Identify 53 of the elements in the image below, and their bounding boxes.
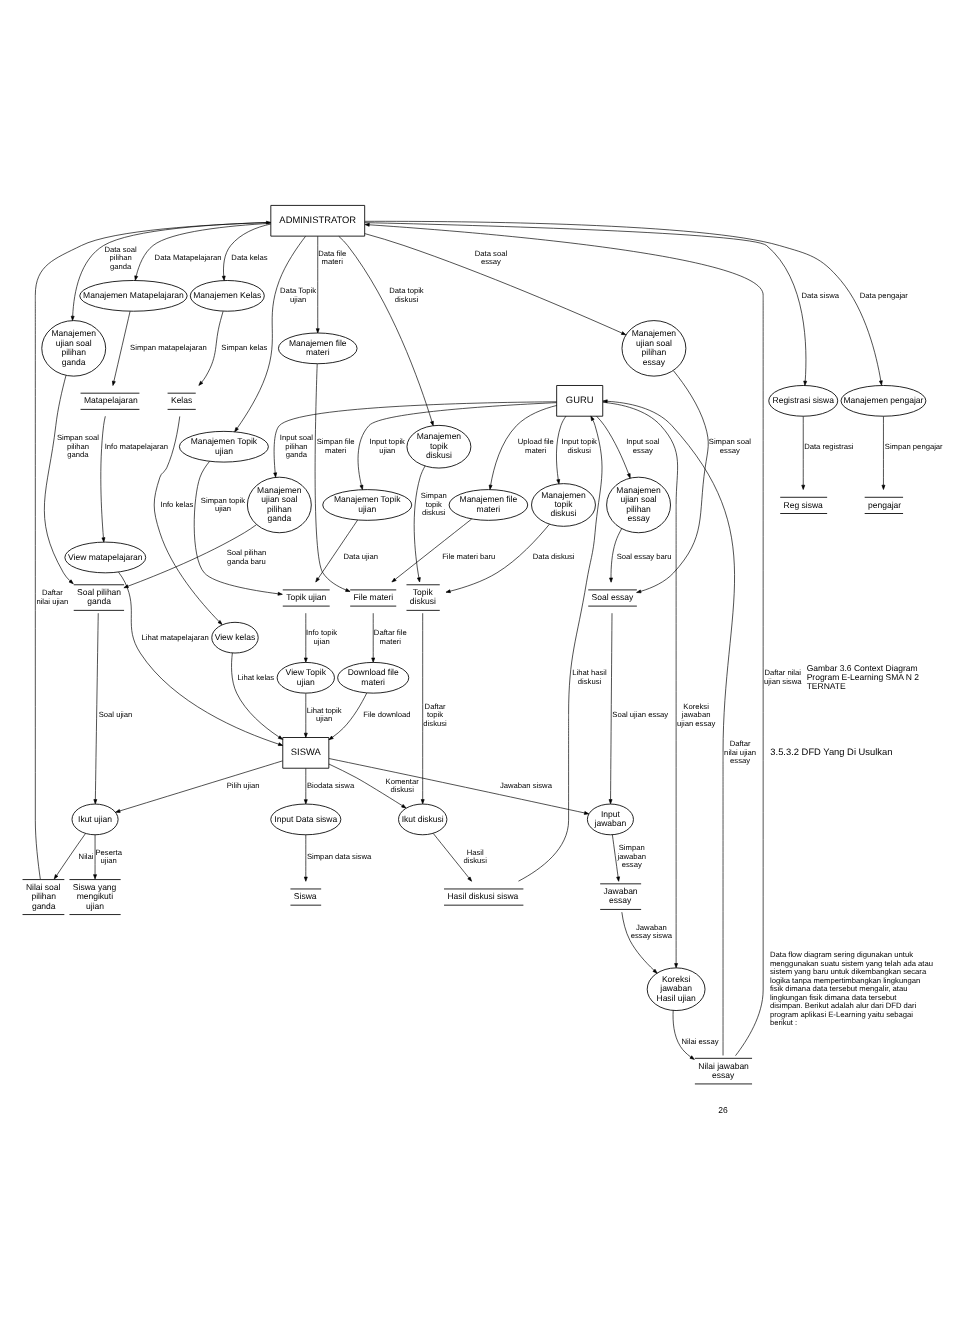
arrow [328,691,368,739]
arrow [198,310,224,385]
arrow [44,374,74,584]
arrow [35,219,271,879]
arrow [608,611,613,804]
arrow [328,757,590,814]
arrow [328,762,407,808]
arrow [123,523,257,588]
arrow [432,832,472,881]
arrow [93,833,97,879]
arrow [118,570,284,745]
arrow [93,611,99,804]
arrow [801,415,806,489]
arrow [602,400,678,968]
arrow [314,362,351,591]
arrow [609,527,622,582]
arrow [413,464,426,582]
arrow [134,221,271,280]
arrow [881,415,886,489]
arrow [612,833,620,881]
arrow [100,414,106,542]
arrow [303,833,308,881]
arrow [364,221,764,1056]
arrow [621,910,658,973]
arrow [338,235,434,426]
arrow [315,235,320,333]
arrow [518,414,603,881]
arrow [556,414,567,484]
arrow [636,369,709,593]
arrow [315,518,358,582]
arrow [153,415,223,624]
arrow [371,611,376,662]
arrow [488,404,557,489]
arrow [273,400,557,477]
arrow [112,309,131,385]
arrow [70,221,272,320]
arrow [672,1008,695,1059]
arrow [53,832,86,879]
arrow [303,611,308,662]
arrow [231,651,283,739]
arrow [391,517,472,582]
arrow [602,398,735,1055]
arrow [234,235,306,432]
arrow [420,611,425,804]
arrow [115,759,283,812]
arrow [303,692,308,737]
arrow [303,767,308,804]
arrow [596,414,631,478]
arrow [445,522,550,592]
arrow [357,401,557,489]
arrow [364,232,627,335]
arrow [221,222,272,280]
arrow [193,460,283,595]
